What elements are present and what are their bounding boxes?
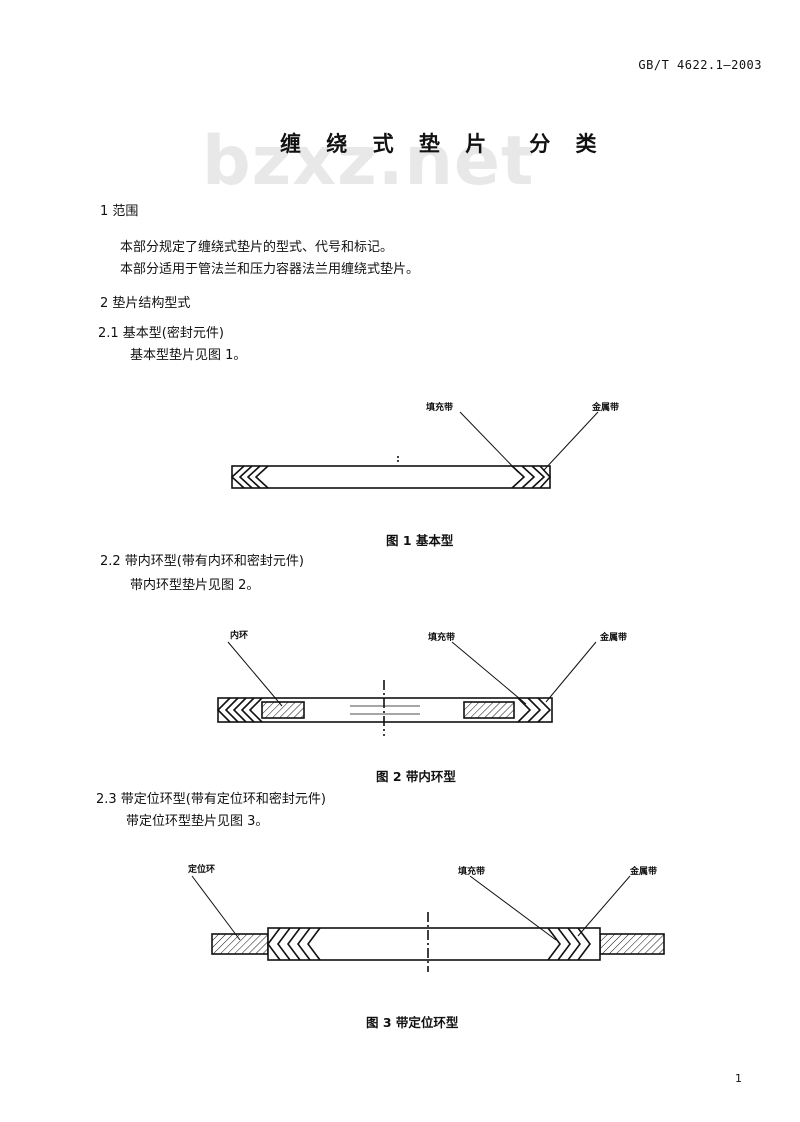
section-2-heading: 2 垫片结构型式 (100, 296, 191, 311)
document-title: 缠 绕 式 垫 片分 类 (280, 128, 606, 158)
section-1-para-1: 本部分规定了缠绕式垫片的型式、代号和标记。 (120, 240, 394, 255)
figure-1-caption: 图 1 基本型 (386, 533, 454, 548)
section-1-para-2: 本部分适用于管法兰和压力容器法兰用缠绕式垫片。 (120, 262, 420, 277)
fig3-label-locating-ring: 定位环 (188, 865, 216, 875)
fig3-label-filler: 填充带 (458, 867, 486, 877)
fig3-label-metal: 金属带 (630, 867, 658, 877)
fig1-label-metal: 金属带 (592, 403, 620, 413)
fig2-label-inner-ring: 内环 (230, 631, 249, 641)
standard-number: GB/T 4622.1—2003 (638, 58, 762, 72)
figure-2-caption: 图 2 带内环型 (376, 769, 456, 784)
title-main: 缠 绕 式 垫 片 (280, 132, 496, 156)
fig2-label-filler: 填充带 (428, 633, 456, 643)
figure-3-caption: 图 3 带定位环型 (366, 1015, 459, 1030)
fig1-label-filler: 填充带 (426, 403, 454, 413)
title-sub: 分 类 (529, 132, 606, 156)
watermark: bzxz.net (202, 122, 535, 201)
section-2-3-para: 带定位环型垫片见图 3。 (126, 814, 269, 829)
section-2-1-heading: 2.1 基本型(密封元件) (98, 326, 224, 341)
page-number: 1 (735, 1072, 742, 1085)
fig2-label-metal: 金属带 (600, 633, 628, 643)
section-2-1-para: 基本型垫片见图 1。 (130, 348, 247, 363)
section-2-2-para: 带内环型垫片见图 2。 (130, 578, 260, 593)
section-2-2-heading: 2.2 带内环型(带有内环和密封元件) (100, 554, 304, 569)
section-1-heading: 1 范围 (100, 204, 139, 219)
section-2-3-heading: 2.3 带定位环型(带有定位环和密封元件) (96, 792, 326, 807)
